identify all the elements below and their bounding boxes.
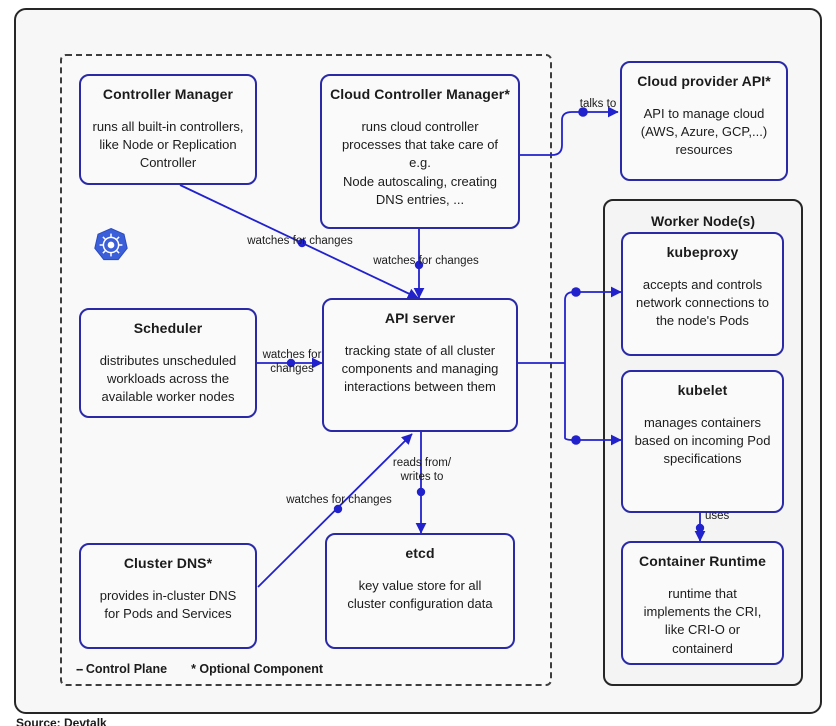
- legend-dashes-marker: --: [76, 662, 83, 676]
- source-note: Source: Devtalk: [16, 716, 107, 726]
- scheduler-title: Scheduler: [133, 320, 203, 336]
- legend-control-plane: -- Control Plane: [76, 662, 167, 676]
- edge-label-controller-manager-watches: watches for changes: [247, 235, 353, 247]
- scheduler-description: distributes unscheduled workloads across…: [99, 352, 237, 405]
- node-kubeproxy[interactable]: kubeproxy accepts and controls network c…: [621, 232, 784, 356]
- node-etcd[interactable]: etcd key value store for all cluster con…: [325, 533, 515, 649]
- node-kubelet[interactable]: kubelet manages containers based on inco…: [621, 370, 784, 513]
- etcd-description: key value store for all cluster configur…: [347, 577, 493, 611]
- node-container-runtime[interactable]: Container Runtime runtime that implement…: [621, 541, 784, 665]
- cluster-dns-description: provides in-cluster DNS for Pods and Ser…: [99, 587, 237, 621]
- worker-node-group-title: Worker Node(s): [651, 213, 755, 229]
- kubeproxy-description: accepts and controls network connections…: [636, 276, 769, 329]
- kubernetes-logo: [93, 227, 129, 263]
- edge-label-scheduler-watches: watches for changes: [262, 349, 322, 376]
- container-runtime-title: Container Runtime: [639, 553, 766, 569]
- edge-label-talks-to: talks to: [579, 98, 617, 110]
- node-api-server[interactable]: API server tracking state of all cluster…: [322, 298, 518, 432]
- legend: -- Control Plane * Optional Component: [76, 662, 323, 676]
- edge-label-uses: uses: [705, 510, 730, 522]
- etcd-title: etcd: [405, 545, 435, 561]
- edge-label-dns-watches: watches for changes: [286, 494, 392, 506]
- node-controller-manager[interactable]: Controller Manager runs all built-in con…: [79, 74, 257, 185]
- cloud-controller-manager-title: Cloud Controller Manager*: [330, 86, 510, 102]
- cloud-provider-api-title: Cloud provider API*: [637, 73, 771, 89]
- edge-label-ccm-watches: watches for changes: [373, 255, 479, 267]
- api-server-title: API server: [384, 310, 456, 326]
- cloud-provider-api-description: API to manage cloud (AWS, Azure, GCP,...…: [640, 105, 768, 158]
- node-cloud-controller-manager[interactable]: Cloud Controller Manager* runs cloud con…: [320, 74, 520, 229]
- controller-manager-description: runs all built-in controllers, like Node…: [92, 118, 244, 171]
- kubeproxy-title: kubeproxy: [666, 244, 739, 260]
- legend-control-plane-label: Control Plane: [85, 662, 168, 676]
- node-cloud-provider-api[interactable]: Cloud provider API* API to manage cloud …: [620, 61, 788, 181]
- cloud-controller-manager-description: runs cloud controller processes that tak…: [341, 118, 499, 208]
- cluster-dns-title: Cluster DNS*: [123, 555, 213, 571]
- edge-label-reads-writes: reads from/ writes to: [392, 457, 452, 484]
- controller-manager-title: Controller Manager: [102, 86, 234, 102]
- kubelet-description: manages containers based on incoming Pod…: [634, 414, 771, 467]
- kubelet-title: kubelet: [677, 382, 728, 398]
- legend-optional-component: * Optional Component: [191, 662, 324, 676]
- api-server-description: tracking state of all cluster components…: [341, 342, 499, 395]
- container-runtime-description: runtime that implements the CRI, like CR…: [643, 585, 762, 656]
- node-scheduler[interactable]: Scheduler distributes unscheduled worklo…: [79, 308, 257, 418]
- node-cluster-dns[interactable]: Cluster DNS* provides in-cluster DNS for…: [79, 543, 257, 649]
